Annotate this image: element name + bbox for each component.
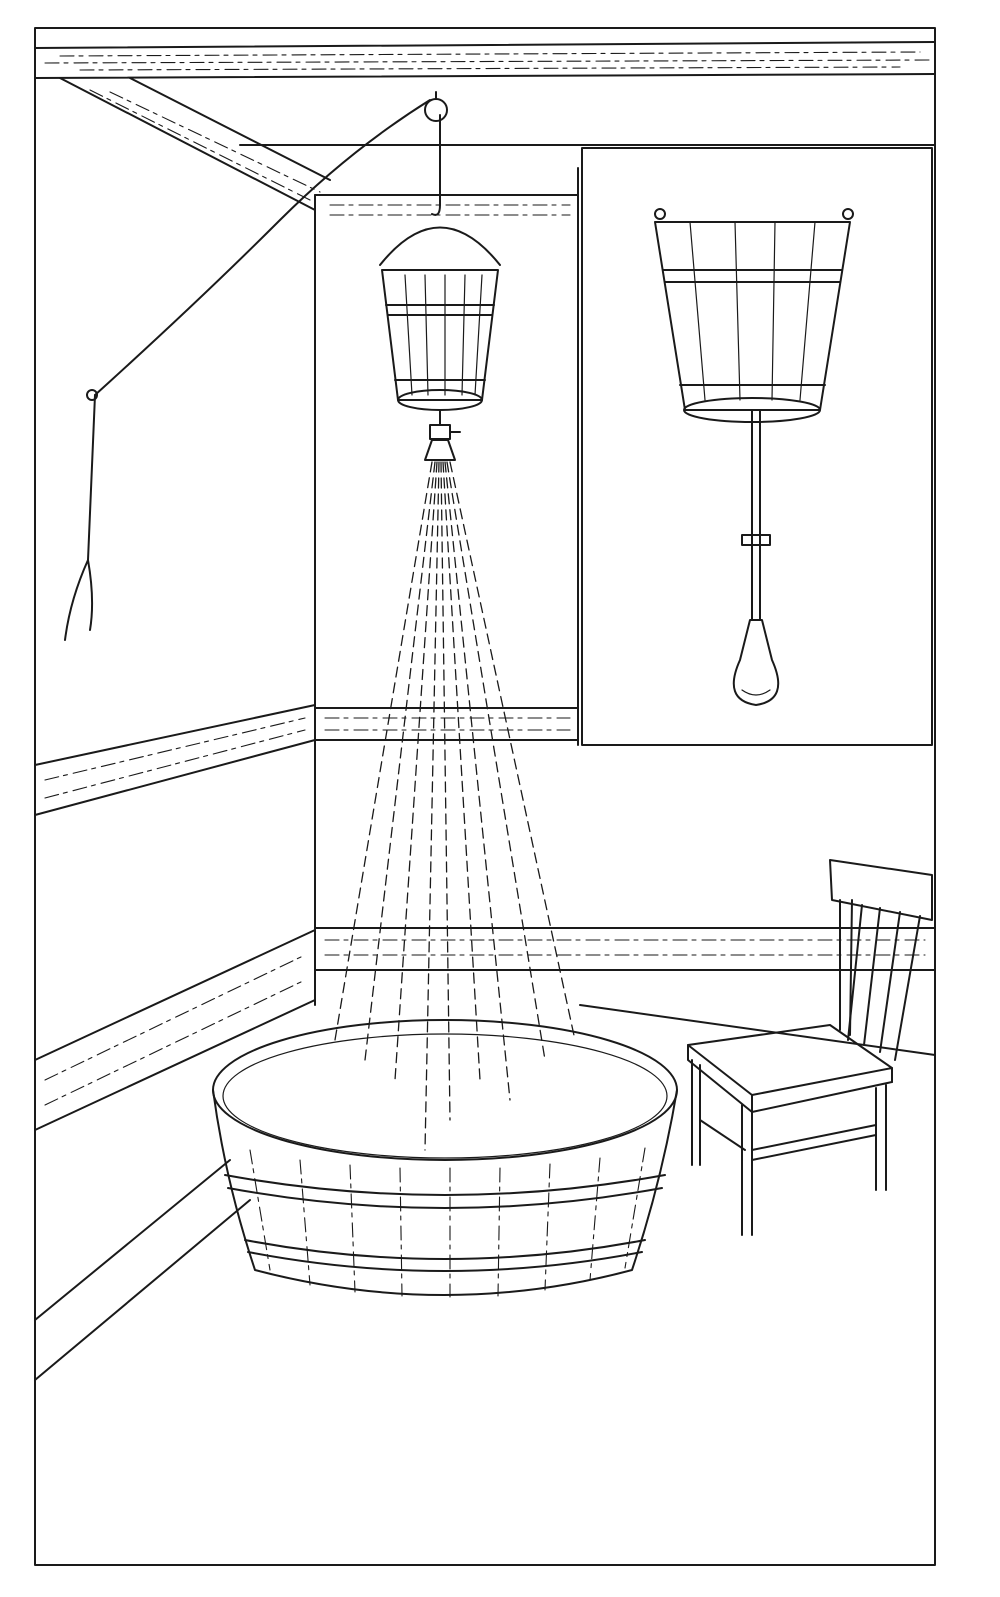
wooden-tub [212, 1019, 678, 1298]
room-walls [34, 144, 936, 1381]
spigot [424, 409, 461, 461]
water-spray [334, 461, 576, 1151]
diagonal-beam [59, 77, 331, 211]
hanging-bucket [379, 226, 501, 461]
ceiling-beam [34, 41, 936, 79]
shower-rose-pipe [732, 409, 780, 706]
chair [687, 859, 933, 1236]
inset-panel [581, 147, 933, 746]
inset-bucket [654, 208, 854, 423]
frame-border [34, 27, 936, 1566]
rope-and-pulley [64, 91, 448, 641]
